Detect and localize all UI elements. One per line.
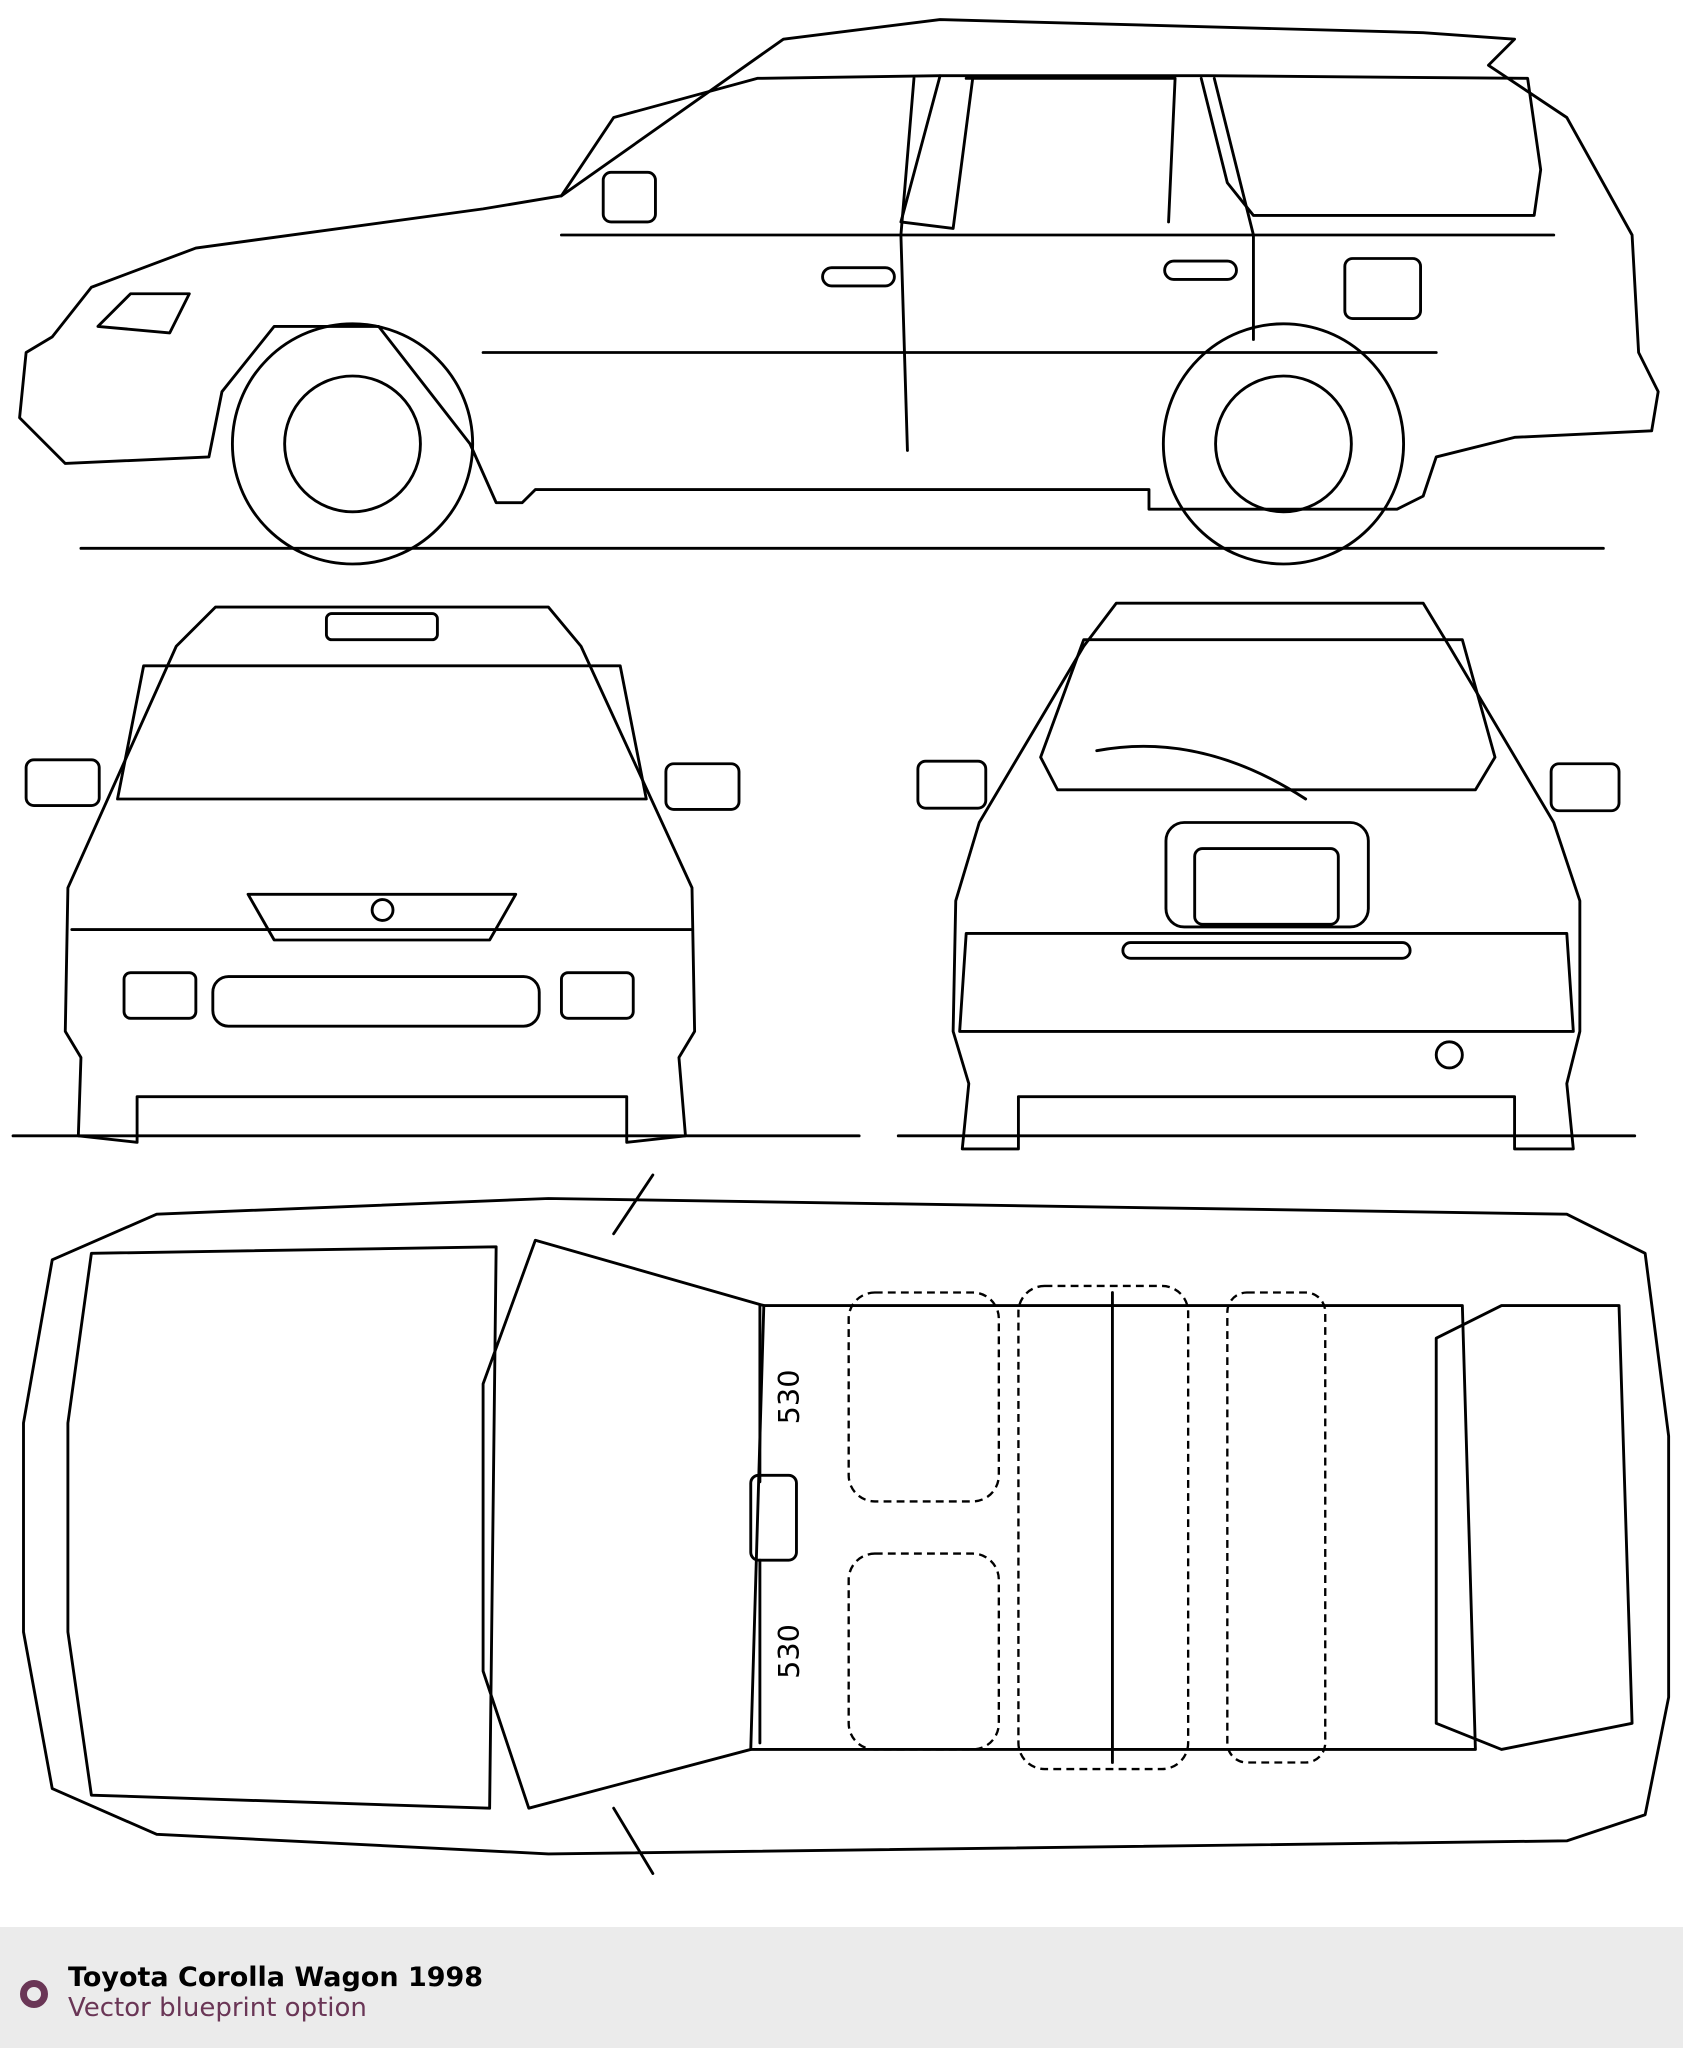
- blueprint-title: Toyota Corolla Wagon 1998: [68, 1962, 484, 1993]
- top-view: [22, 1173, 1671, 1875]
- rear-view: [896, 601, 1637, 1151]
- blueprint-drawing: 530 530: [11, 18, 1671, 1875]
- side-view: [18, 18, 1660, 566]
- front-view: [11, 605, 861, 1144]
- caption-footer: Toyota Corolla Wagon 1998 Vector bluepri…: [0, 1927, 1683, 2048]
- blueprint-subtitle[interactable]: Vector blueprint option: [68, 1993, 367, 2023]
- ring-icon: [20, 1980, 48, 2008]
- dimension-label-right: 530: [772, 1624, 806, 1679]
- dimension-label-left: 530: [772, 1370, 806, 1425]
